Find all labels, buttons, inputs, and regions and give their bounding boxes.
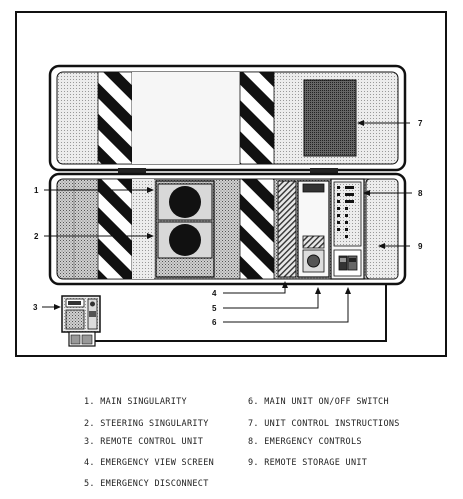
legend-item-6: 6. MAIN UNIT ON/OFF SWITCH: [248, 397, 389, 407]
legend-item-8: 8. EMERGENCY CONTROLS: [248, 437, 362, 447]
callout-9: 9: [418, 242, 423, 251]
legend-item-2: 2. STEERING SINGULARITY: [84, 419, 209, 429]
callout-7: 7: [418, 119, 423, 128]
callout-3: 3: [33, 303, 38, 312]
main-singularity: [157, 183, 213, 221]
legend-item-9: 9. REMOTE STORAGE UNIT: [248, 458, 368, 468]
leader-4: [223, 284, 286, 294]
emergency-controls: [330, 178, 365, 280]
remote-storage-unit: [365, 178, 399, 280]
callout-4: 4: [212, 289, 217, 298]
emergency-view-screen: [277, 180, 297, 278]
legend-item-1: 1. MAIN SINGULARITY: [84, 397, 187, 407]
leader-5: [223, 290, 319, 309]
diagram-frame: [15, 11, 447, 357]
main-control-panel: [297, 180, 330, 278]
remote-control-unit: [61, 295, 101, 347]
legend-item-4: 4. EMERGENCY VIEW SCREEN: [84, 458, 215, 468]
leader-6: [223, 290, 349, 323]
hinge: [118, 168, 146, 173]
legend-item-3: 3. REMOTE CONTROL UNIT: [84, 437, 204, 447]
callout-8: 8: [418, 189, 423, 198]
legend-item-7: 7. UNIT CONTROL INSTRUCTIONS: [248, 419, 400, 429]
emergency-disconnect: [302, 235, 325, 249]
display-window: [302, 183, 325, 193]
callout-2: 2: [34, 232, 39, 241]
hinge: [310, 168, 338, 173]
callout-5: 5: [212, 304, 217, 313]
upper-lid: [48, 64, 407, 172]
callout-1: 1: [34, 186, 39, 195]
callout-6: 6: [212, 318, 217, 327]
steering-singularity: [157, 221, 213, 259]
legend-item-5: 5. EMERGENCY DISCONNECT: [84, 479, 209, 489]
unit-control-instructions-panel: [303, 79, 357, 157]
main-unit-on-off-switch: [307, 254, 320, 268]
remote-cable: [95, 284, 387, 342]
